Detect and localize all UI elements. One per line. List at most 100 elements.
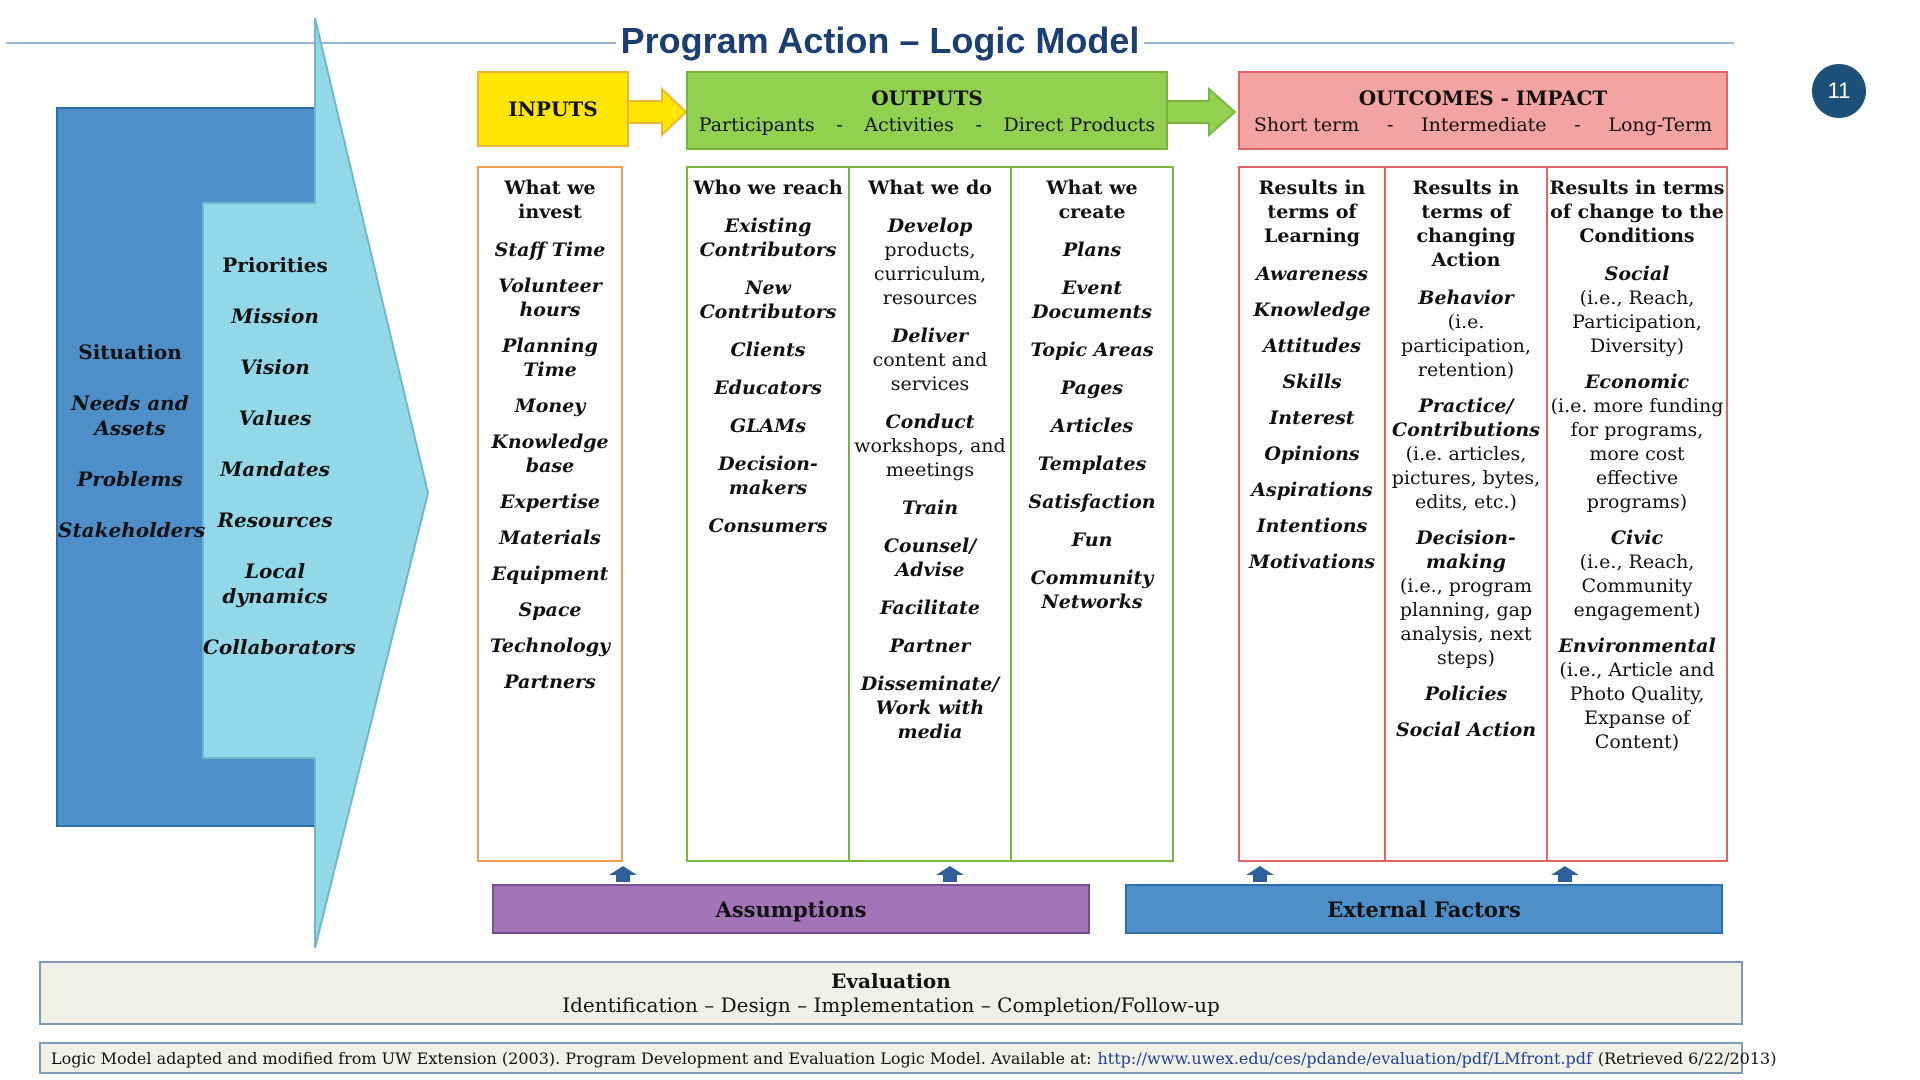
activities-item-title: Facilitate — [880, 597, 980, 619]
short-item: Intentions — [1256, 515, 1368, 537]
outputs-subheader: Activities — [864, 113, 954, 136]
inputs-item: Staff Time — [494, 239, 606, 261]
short-item: Interest — [1269, 407, 1355, 429]
inputs-column-head: What we invest — [504, 177, 596, 223]
short-item: Knowledge — [1253, 299, 1371, 321]
products-item: Articles — [1050, 415, 1134, 437]
intermediate-item-title: Practice/ Contributions — [1392, 395, 1540, 441]
inputs-item: Expertise — [500, 491, 600, 513]
long-item-title: Economic — [1584, 371, 1690, 393]
participants-column-head: Who we reach — [693, 177, 843, 199]
participants-item: Educators — [714, 377, 822, 399]
participants-item: Consumers — [708, 515, 828, 537]
long-item-title: Environmental — [1558, 635, 1716, 657]
intermediate-item: Behavior(i.e. participation, retention) — [1386, 286, 1546, 382]
source-text: Logic Model adapted and modified from UW… — [51, 1048, 1092, 1068]
participants-item: Clients — [730, 339, 806, 361]
arrow-inputs-to-outputs — [627, 86, 688, 138]
products-item: Topic Areas — [1030, 339, 1154, 361]
long-item-detail: (i.e. more funding for programs, more co… — [1550, 395, 1724, 513]
activities-item-title: Develop — [887, 215, 973, 237]
outputs-subheader: Participants — [698, 113, 815, 136]
priorities-item: Local dynamics — [222, 559, 328, 608]
intermediate-item-detail: (i.e., program planning, gap analysis, n… — [1399, 575, 1533, 669]
products-item: Event Documents — [1031, 277, 1152, 323]
activities-item-detail: content and services — [872, 349, 988, 395]
participants-item: Decision-makers — [718, 453, 818, 499]
long-term-column: Results in terms of change to the Condit… — [1546, 166, 1728, 862]
participants-item: New Contributors — [699, 277, 837, 323]
outputs-subheaders: Participants-Activities-Direct Products — [688, 114, 1166, 136]
priorities-item: Resources — [217, 508, 333, 532]
intermediate-item-title: Decision-making — [1416, 527, 1516, 573]
activities-item: Train — [850, 496, 1010, 520]
intermediate-item: Practice/ Contributions(i.e. articles, p… — [1386, 394, 1546, 514]
evaluation-phases: Identification – Design – Implementation… — [562, 993, 1220, 1017]
short-item: Awareness — [1255, 263, 1369, 285]
outputs-subheader: - — [975, 113, 982, 136]
activities-item-title: Counsel/ Advise — [883, 535, 977, 581]
outcomes-subheader: - — [1574, 113, 1581, 136]
assumptions-bar: Assumptions — [492, 884, 1090, 934]
inputs-item: Knowledge base — [491, 431, 609, 477]
activities-item: Disseminate/ Work with media — [850, 672, 1010, 744]
short-column-head: Results in terms of Learning — [1258, 177, 1366, 247]
long-item-detail: (i.e., Article and Photo Quality, Expans… — [1559, 659, 1715, 753]
products-item: Pages — [1060, 377, 1124, 399]
intermediate-item-detail: (i.e. participation, retention) — [1401, 311, 1531, 381]
outcomes-subheader: - — [1386, 113, 1394, 136]
outcomes-subheader: Intermediate — [1421, 113, 1547, 136]
page-title: Program Action – Logic Model — [620, 20, 1140, 61]
priorities-item: Priorities — [222, 253, 328, 277]
activities-item-detail: products, curriculum, resources — [873, 239, 987, 309]
source-retrieved: (Retrieved 6/22/2013) — [1597, 1048, 1777, 1068]
activities-item-title: Train — [901, 497, 959, 519]
outputs-subheader: - — [836, 113, 843, 136]
external-factors-label: External Factors — [1327, 896, 1521, 922]
activities-item-title: Deliver — [891, 325, 969, 347]
page-number-badge: 11 — [1812, 64, 1866, 118]
intermediate-item-title: Policies — [1424, 683, 1508, 705]
activities-item: Facilitate — [850, 596, 1010, 620]
inputs-header: INPUTS — [477, 71, 629, 147]
intermediate-item-title: Social Action — [1395, 719, 1537, 741]
activities-item: Partner — [850, 634, 1010, 658]
inputs-item: Planning Time — [502, 335, 598, 381]
long-item: Environmental(i.e., Article and Photo Qu… — [1548, 634, 1726, 754]
participants-item: GLAMs — [729, 415, 807, 437]
source-citation: Logic Model adapted and modified from UW… — [39, 1042, 1776, 1074]
activities-item-title: Disseminate/ Work with media — [860, 673, 1000, 743]
activities-item-title: Conduct — [885, 411, 975, 433]
outputs-subheader: Direct Products — [1003, 113, 1156, 136]
outcomes-subheader: Short term — [1253, 113, 1360, 136]
outcomes-header: OUTCOMES - IMPACT Short term-Intermediat… — [1238, 71, 1728, 150]
situation-item: Stakeholders — [58, 518, 206, 542]
source-link[interactable]: http://www.uwex.edu/ces/pdande/evaluatio… — [1097, 1048, 1592, 1068]
activities-column-head: What we do — [868, 177, 992, 199]
evaluation-title: Evaluation — [831, 969, 951, 993]
priorities-item: Vision — [240, 355, 310, 379]
activities-item: Counsel/ Advise — [850, 534, 1010, 582]
products-item: Community Networks — [1030, 567, 1154, 613]
short-item: Attitudes — [1263, 335, 1361, 357]
long-item: Economic(i.e. more funding for programs,… — [1548, 370, 1726, 514]
assumptions-label: Assumptions — [715, 896, 867, 922]
long-item: Civic(i.e., Reach, Community engagement) — [1548, 526, 1726, 622]
long-item-title: Social — [1604, 263, 1670, 285]
products-item: Satisfaction — [1028, 491, 1156, 513]
long-column-head: Results in terms of change to the Condit… — [1549, 177, 1725, 247]
activities-item-title: Partner — [889, 635, 971, 657]
products-item: Fun — [1071, 529, 1113, 551]
external-factors-bar: External Factors — [1125, 884, 1723, 934]
products-item: Plans — [1062, 239, 1122, 261]
long-item-detail: (i.e., Reach, Participation, Diversity) — [1572, 287, 1702, 357]
inputs-item: Partners — [504, 671, 596, 693]
